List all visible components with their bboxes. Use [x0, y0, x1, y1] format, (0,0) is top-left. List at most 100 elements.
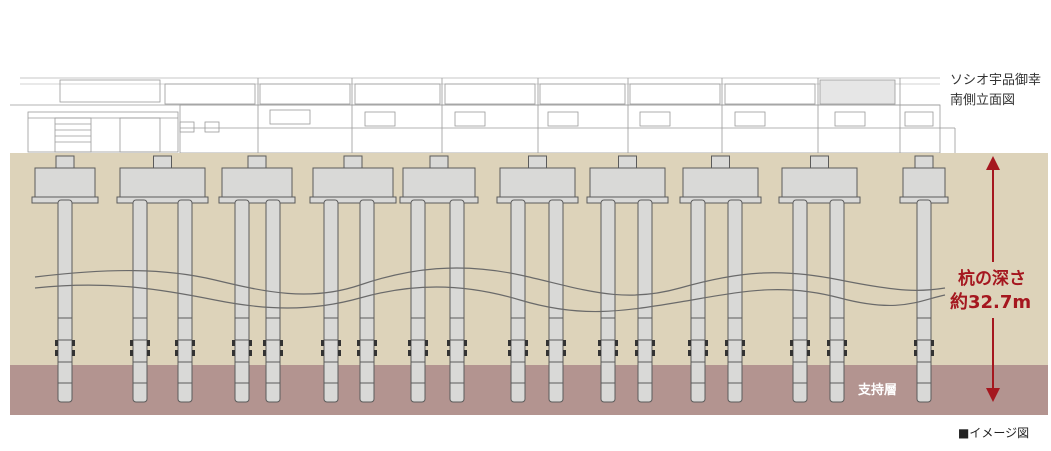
- pile-ring: [175, 340, 178, 346]
- pile-cap-base: [218, 196, 296, 204]
- pile-ring: [232, 350, 235, 356]
- pile-ring: [447, 350, 450, 356]
- pile-ring: [321, 350, 324, 356]
- pile-ring: [55, 340, 58, 346]
- pile-ring: [280, 340, 283, 346]
- pile-ring: [931, 350, 934, 356]
- pile-ring: [598, 350, 601, 356]
- pile-cap: [499, 167, 576, 201]
- pile-cap-base: [116, 196, 209, 204]
- depth-arrow: [986, 156, 1000, 402]
- pile-ring: [790, 350, 793, 356]
- column-stub: [711, 155, 730, 169]
- pile-ring: [130, 340, 133, 346]
- bearing-layer-label: 支持層: [858, 383, 898, 398]
- pile-ring: [72, 340, 75, 346]
- depth-label-line1: 杭の深さ: [958, 269, 1026, 289]
- column-stub: [618, 155, 637, 169]
- pile-cap: [902, 167, 946, 201]
- pile: [690, 199, 706, 403]
- pile-ring: [464, 340, 467, 346]
- pile-cap: [312, 167, 394, 201]
- pile: [829, 199, 845, 403]
- pile-ring: [357, 340, 360, 346]
- pile: [57, 199, 73, 403]
- pile-cap-base: [778, 196, 861, 204]
- pile: [177, 199, 193, 403]
- pile-cap-base: [496, 196, 579, 204]
- pile-ring: [688, 340, 691, 346]
- pile-ring: [263, 350, 266, 356]
- pile-ring: [55, 350, 58, 356]
- pile-ring: [742, 340, 745, 346]
- pile-ring: [914, 350, 917, 356]
- pile-ring: [827, 350, 830, 356]
- pile-ring: [280, 350, 283, 356]
- pile-ring: [546, 340, 549, 346]
- pile-cap: [589, 167, 666, 201]
- pile: [323, 199, 339, 403]
- pile-ring: [563, 350, 566, 356]
- pile-cap: [402, 167, 476, 201]
- pile-ring: [914, 340, 917, 346]
- pile-ring: [635, 340, 638, 346]
- pile-ring: [525, 350, 528, 356]
- pile-ring: [130, 350, 133, 356]
- pile-ring: [525, 340, 528, 346]
- pile-ring: [425, 350, 428, 356]
- column-stub: [914, 155, 934, 169]
- elevation-view-label: 南側立面図: [950, 93, 1016, 108]
- pile-ring: [464, 350, 467, 356]
- pile-ring: [807, 350, 810, 356]
- pile: [449, 199, 465, 403]
- pile-ring: [408, 350, 411, 356]
- pile-ring: [374, 340, 377, 346]
- pile-ring: [615, 340, 618, 346]
- pile-ring: [192, 340, 195, 346]
- pile-ring: [338, 340, 341, 346]
- column-stub: [153, 155, 172, 169]
- pile-group: [31, 155, 949, 403]
- pile-ring: [338, 350, 341, 356]
- column-stub: [429, 155, 449, 169]
- pile-ring: [635, 350, 638, 356]
- pile: [548, 199, 564, 403]
- pile-ring: [408, 340, 411, 346]
- pile-ring: [147, 350, 150, 356]
- pile-ring: [705, 350, 708, 356]
- pile-ring: [249, 350, 252, 356]
- pile: [600, 199, 616, 403]
- pile-cap: [34, 167, 96, 201]
- pile-ring: [725, 340, 728, 346]
- pile-ring: [598, 340, 601, 346]
- column-stub: [343, 155, 363, 169]
- pile-ring: [321, 340, 324, 346]
- pile-ring: [232, 340, 235, 346]
- pile-ring: [508, 340, 511, 346]
- pile-ring: [807, 340, 810, 346]
- column-stub: [55, 155, 75, 169]
- pile-ring: [508, 350, 511, 356]
- building-elevation: [10, 77, 956, 154]
- pile-ring: [447, 340, 450, 346]
- pile-ring: [374, 350, 377, 356]
- image-note: ■イメージ図: [958, 426, 1030, 440]
- pile: [410, 199, 426, 403]
- pile: [265, 199, 281, 403]
- pile: [792, 199, 808, 403]
- pile: [132, 199, 148, 403]
- pile-ring: [688, 350, 691, 356]
- pile-cap-base: [399, 196, 479, 204]
- pile-cap: [781, 167, 858, 201]
- pile-ring: [652, 350, 655, 356]
- pile-ring: [563, 340, 566, 346]
- pile-ring: [790, 340, 793, 346]
- pile: [359, 199, 375, 403]
- pile: [727, 199, 743, 403]
- pile-ring: [827, 340, 830, 346]
- pile-ring: [652, 340, 655, 346]
- pile-ring: [192, 350, 195, 356]
- pile-ring: [931, 340, 934, 346]
- column-stub: [247, 155, 267, 169]
